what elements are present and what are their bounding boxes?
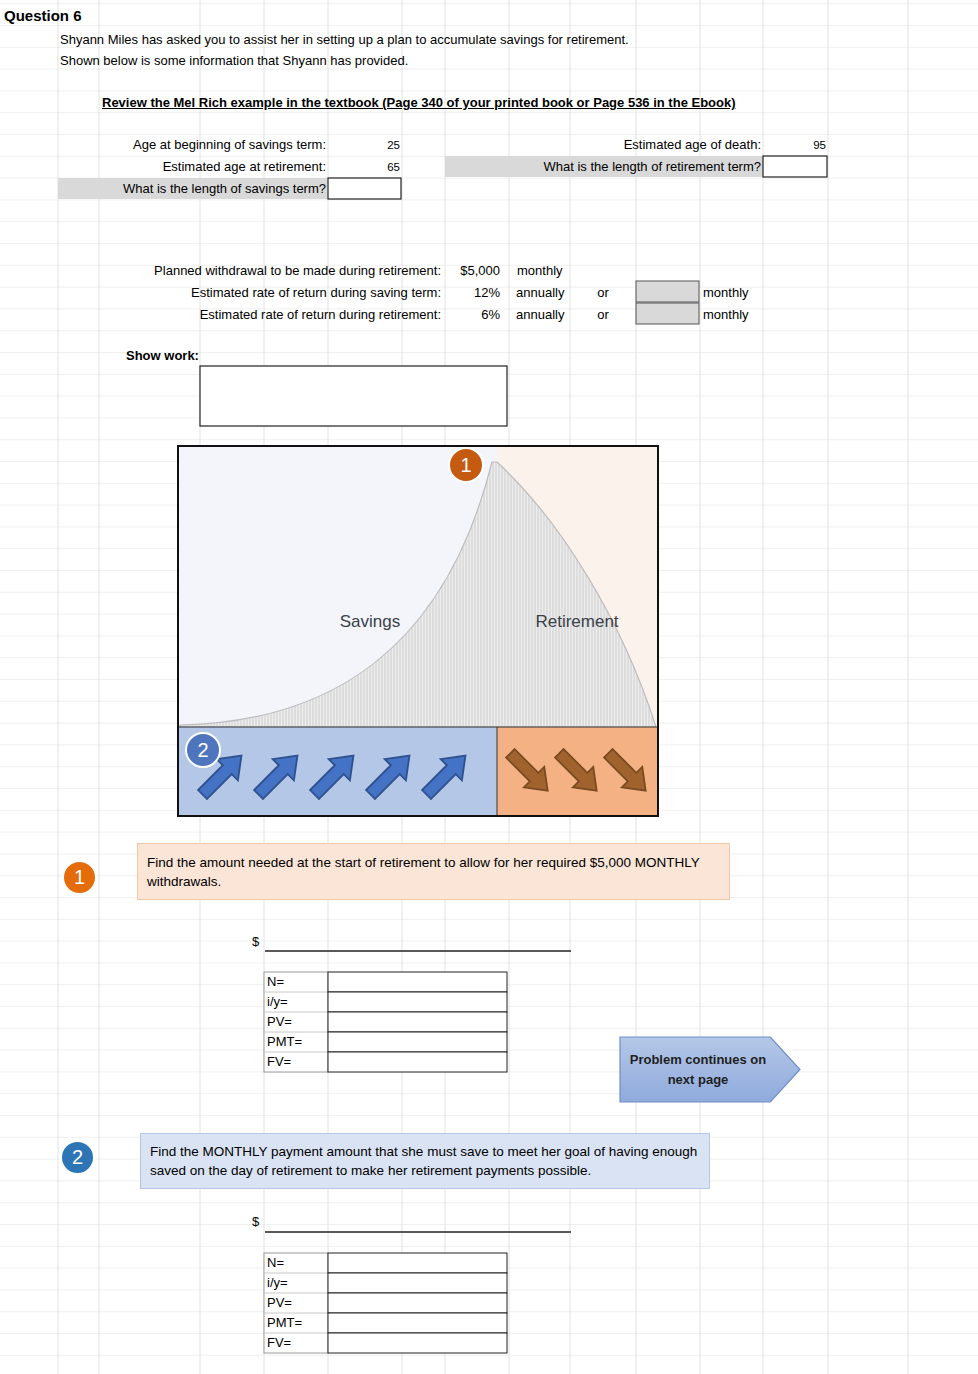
- work-box: [200, 366, 507, 426]
- task-box: Find the amount needed at the start of r…: [137, 843, 730, 900]
- field-label: or: [597, 285, 609, 301]
- timeline-chart: [178, 446, 658, 816]
- table-cell: PMT=: [267, 1034, 302, 1050]
- table-cell: PV=: [267, 1295, 292, 1311]
- field-label: Age at beginning of savings term:: [133, 137, 326, 153]
- task-box: Find the MONTHLY payment amount that she…: [140, 1133, 710, 1189]
- region-label: Savings: [310, 608, 430, 636]
- callout-number: 1: [74, 866, 85, 889]
- callout-number: 2: [185, 732, 221, 768]
- table-cell: PV=: [267, 1014, 292, 1030]
- callout-number: 2: [197, 739, 208, 762]
- field-label: Planned withdrawal to be made during ret…: [154, 263, 441, 279]
- table-cell: FV=: [267, 1335, 291, 1351]
- callout-number: 2: [60, 1140, 95, 1175]
- intro-text: Shyann Miles has asked you to assist her…: [60, 32, 629, 48]
- region-label: Retirement: [535, 612, 618, 632]
- callout-number: 1: [448, 447, 484, 483]
- savings-bar: [178, 727, 497, 816]
- balance-curve: [180, 462, 656, 727]
- box-text: Problem continues on next page: [629, 1050, 767, 1090]
- field-label: Estimated rate of return during retireme…: [200, 307, 441, 323]
- callout-number: 2: [72, 1146, 83, 1169]
- field-label: Estimated age of death:: [624, 137, 761, 153]
- question-band: [58, 178, 327, 199]
- chart-frame: [178, 446, 658, 816]
- callout-number: 1: [62, 860, 97, 895]
- table-cell: N=: [267, 1255, 284, 1271]
- grid-columns: [58, 0, 908, 1374]
- retirement-bar: [497, 727, 658, 816]
- field-label: 6%: [481, 307, 500, 323]
- table-cell: i/y=: [267, 1275, 288, 1291]
- box-text: Find the amount needed at the start of r…: [147, 853, 720, 891]
- field-label: $5,000: [460, 263, 500, 279]
- table-cell: $: [252, 1214, 259, 1230]
- calculator-table: [264, 1253, 507, 1353]
- continue-arrow: Problem continues on next page: [619, 1036, 801, 1103]
- table-cell: i/y=: [267, 994, 288, 1010]
- region-label: Savings: [340, 612, 400, 632]
- answer-box: [636, 303, 699, 324]
- table-cell: N=: [267, 974, 284, 990]
- input-value: 25: [387, 137, 400, 153]
- field-label: What is the length of savings term?: [123, 181, 326, 197]
- question-band: [445, 156, 763, 177]
- withdrawal-arrows: [500, 743, 656, 801]
- arrow-outline: [620, 1037, 800, 1102]
- field-label: annually: [516, 285, 564, 301]
- arrow-outline: [619, 1036, 801, 1103]
- answer-box: [763, 156, 827, 177]
- field-label: 12%: [474, 285, 500, 301]
- field-label: What is the length of retirement term?: [544, 159, 761, 175]
- callout-number: 1: [460, 454, 471, 477]
- field-label: $: [252, 934, 259, 950]
- calculator-table: [264, 972, 507, 1072]
- question-title: Question 6: [4, 8, 82, 24]
- box-text: Find the MONTHLY payment amount that she…: [150, 1142, 700, 1180]
- answer-line: [265, 1231, 571, 1233]
- field-label: Estimated age at retirement:: [163, 159, 326, 175]
- answer-box: [328, 178, 401, 199]
- field-label: monthly: [703, 285, 749, 301]
- table-cell: FV=: [267, 1054, 291, 1070]
- deposit-arrows: [192, 745, 476, 805]
- region-label: Retirement: [512, 608, 642, 636]
- field-label: or: [597, 307, 609, 323]
- field-label: Show work:: [126, 348, 199, 364]
- field-label: monthly: [703, 307, 749, 323]
- input-value: 95: [813, 137, 826, 153]
- answer-line: [265, 950, 571, 952]
- instruction-note: Review the Mel Rich example in the textb…: [102, 95, 736, 111]
- table-cell: PMT=: [267, 1315, 302, 1331]
- intro-text: Shown below is some information that Shy…: [60, 53, 408, 69]
- field-label: monthly: [517, 263, 563, 279]
- answer-box: [636, 281, 699, 302]
- input-value: 65: [387, 159, 400, 175]
- field-label: Estimated rate of return during saving t…: [191, 285, 441, 301]
- field-label: annually: [516, 307, 564, 323]
